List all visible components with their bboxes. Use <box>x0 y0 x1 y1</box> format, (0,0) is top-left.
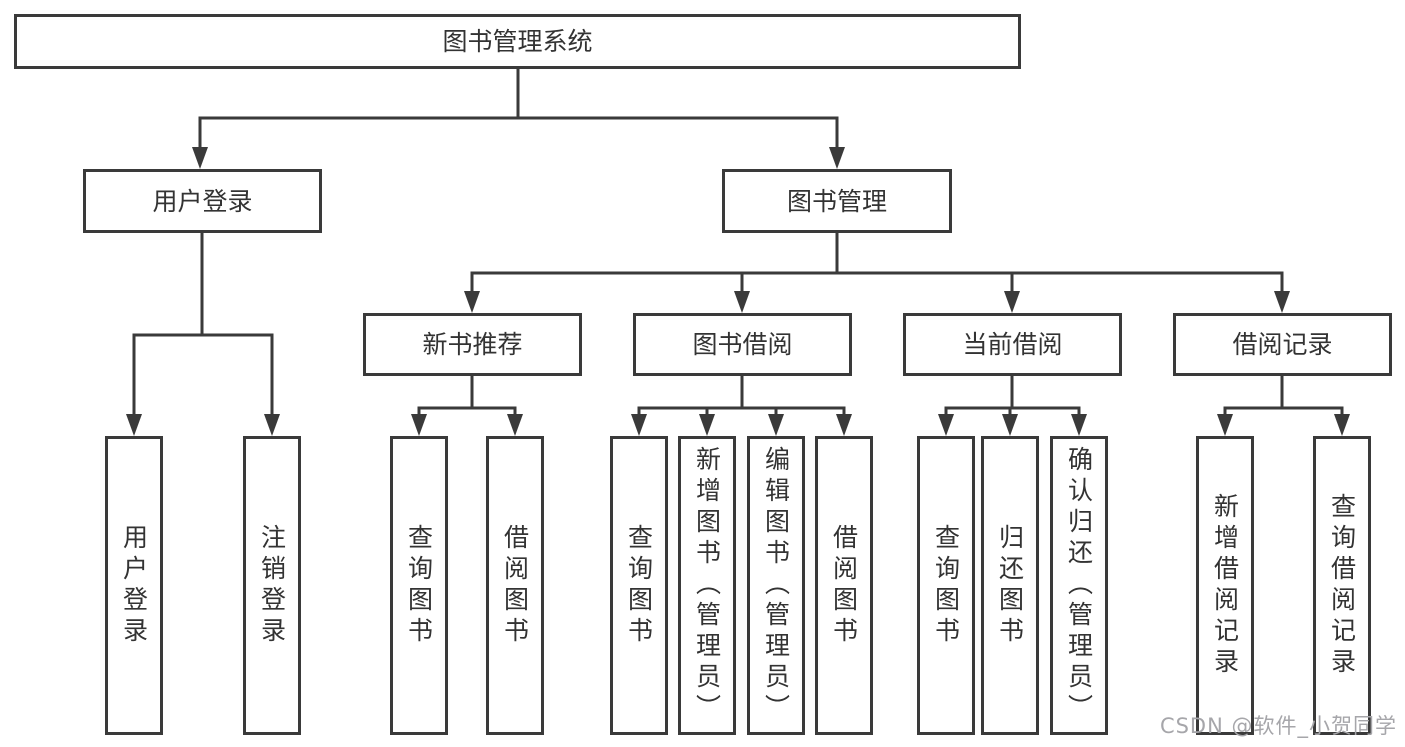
node-borrow-records: 借阅记录 <box>1173 313 1392 376</box>
node-book-borrowing: 图书借阅 <box>633 313 852 376</box>
arrowheads <box>126 147 1350 436</box>
leaf-logout: 注销登录 <box>243 436 301 735</box>
leaf-add-books-admin: 新增图书（管理员） <box>678 436 736 735</box>
leaf-query-books-current: 查询图书 <box>917 436 975 735</box>
leaf-borrow-books: 借阅图书 <box>815 436 873 735</box>
leaf-add-borrow-record: 新增借阅记录 <box>1196 436 1254 735</box>
leaf-query-books-recommend: 查询图书 <box>390 436 448 735</box>
watermark: CSDN @软件_小贺同学 <box>1159 714 1397 738</box>
node-library-management-system: 图书管理系统 <box>14 14 1021 69</box>
node-new-book-recommendation: 新书推荐 <box>363 313 582 376</box>
node-book-management: 图书管理 <box>722 169 952 233</box>
leaf-confirm-return-admin: 确认归还（管理员） <box>1050 436 1108 735</box>
node-current-borrowing: 当前借阅 <box>903 313 1122 376</box>
leaf-edit-books-admin: 编辑图书（管理员） <box>747 436 805 735</box>
leaf-query-books-borrow: 查询图书 <box>610 436 668 735</box>
leaf-return-books: 归还图书 <box>981 436 1039 735</box>
leaf-user-login: 用户登录 <box>105 436 163 735</box>
leaf-borrow-books-recommend: 借阅图书 <box>486 436 544 735</box>
node-user-login: 用户登录 <box>83 169 322 233</box>
leaf-query-borrow-record: 查询借阅记录 <box>1313 436 1371 735</box>
